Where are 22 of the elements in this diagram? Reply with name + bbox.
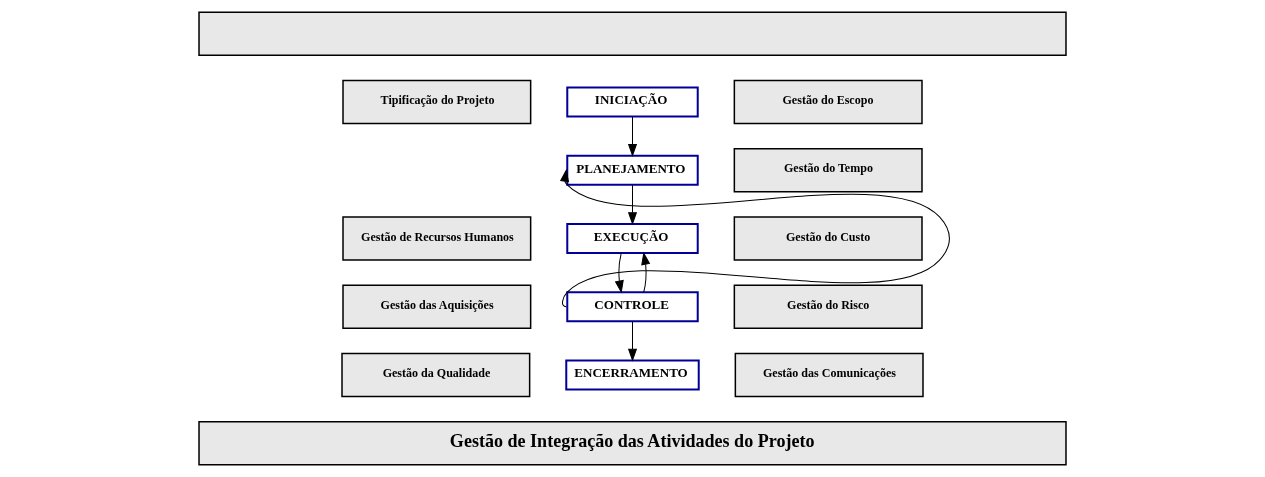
node-box: EXECUÇÃO [566, 222, 699, 255]
node-box: Gestão de Recursos Humanos [342, 216, 532, 261]
node-box: INICIAÇÃO [566, 86, 699, 118]
node-box: Gestão do Custo [733, 216, 923, 261]
node-box: Gestão da Qualidade [341, 352, 531, 398]
node-box: Gestão das Aquisições [342, 284, 532, 330]
node-box: Gestão do Escopo [733, 79, 923, 125]
node-box: Gestão de Integração das Atividades do Projeto [198, 420, 1067, 466]
arrow [641, 252, 650, 293]
node-box [198, 11, 1067, 57]
node-box: Gestão do Tempo [733, 147, 923, 193]
arrow [628, 116, 637, 157]
arrow [628, 184, 637, 225]
arrow [560, 169, 950, 308]
node-box: Gestão do Risco [733, 284, 923, 330]
node-box: Tipificação do Projeto [342, 79, 532, 125]
node-box: Gestão das Comunicações [734, 352, 924, 398]
arrow [628, 320, 637, 361]
arrow [615, 252, 624, 293]
node-box: CONTROLE [566, 291, 699, 323]
node-box: ENCERRAMENTO [565, 359, 700, 391]
node-box: PLANEJAMENTO [566, 154, 699, 186]
